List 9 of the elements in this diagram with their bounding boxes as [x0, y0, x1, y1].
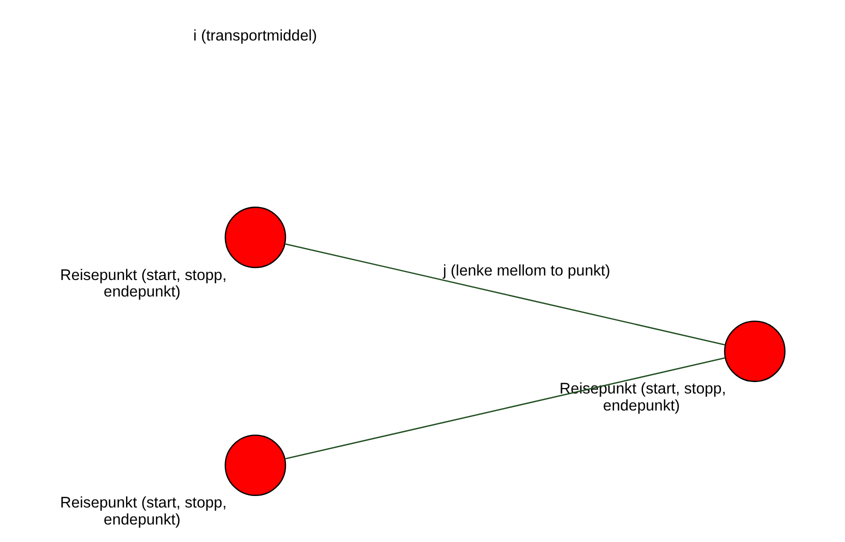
- node-circle: [224, 206, 286, 268]
- node-circle: [224, 434, 286, 496]
- node-label: Reisepunkt (start, stopp, endepunkt): [60, 266, 227, 300]
- node-label: Reisepunkt (start, stopp, endepunkt): [60, 494, 227, 528]
- label: i (transportmiddel): [193, 27, 318, 44]
- connector: [284, 357, 726, 460]
- edge-label: j (lenke mellom to punkt): [442, 262, 610, 280]
- connector: [284, 243, 726, 346]
- node-circle: [724, 320, 786, 382]
